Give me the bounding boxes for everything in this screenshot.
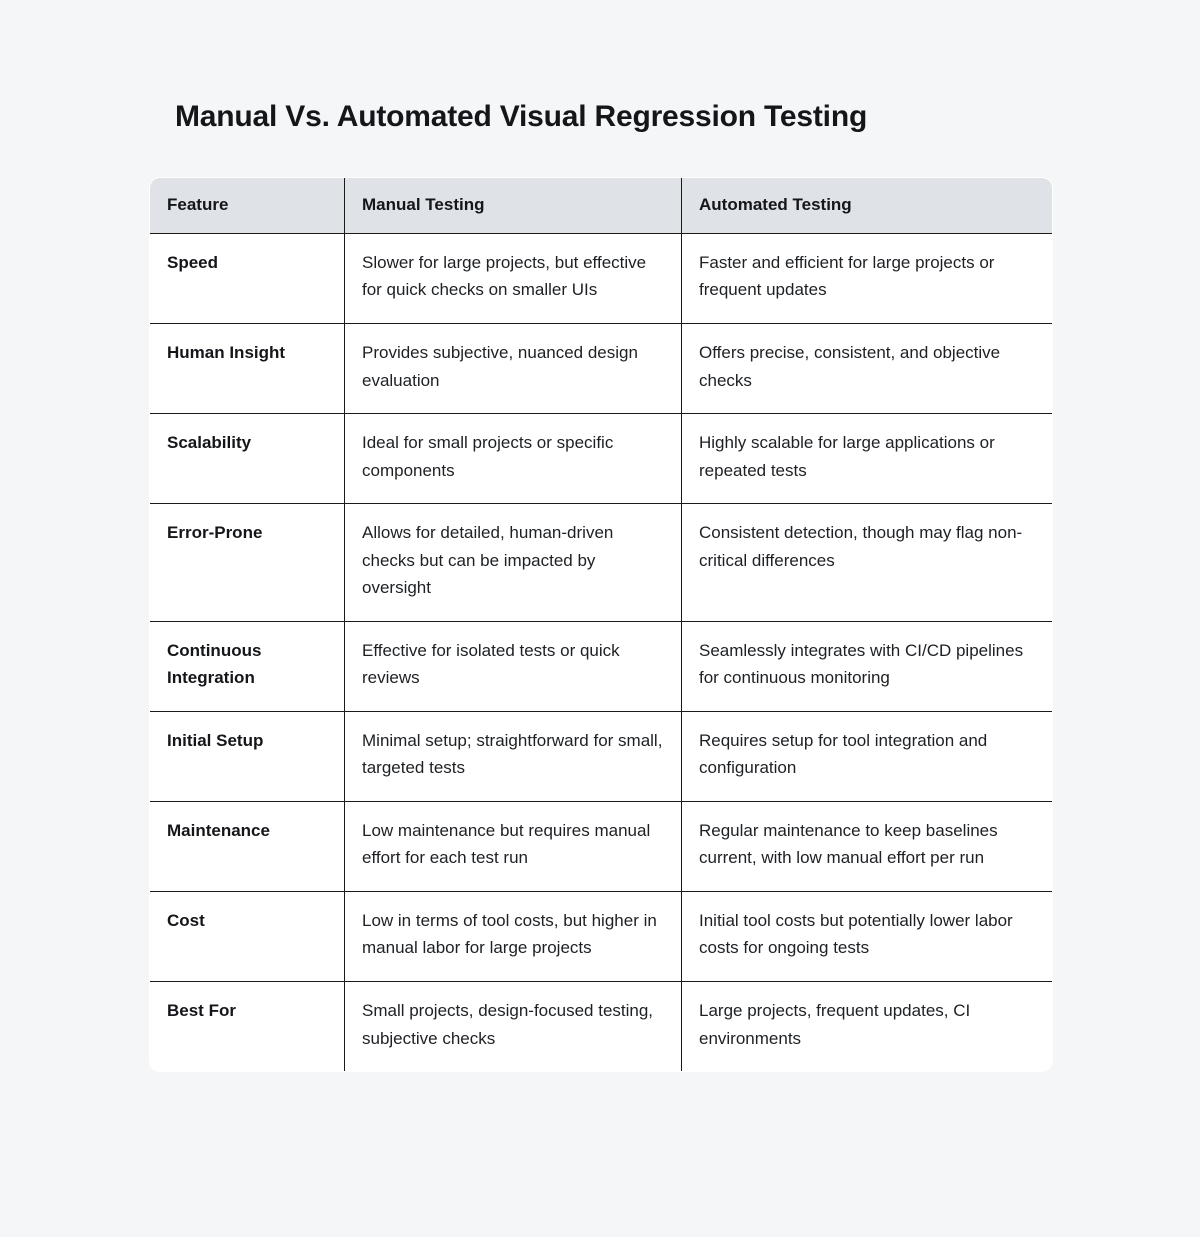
cell-automated: Initial tool costs but potentially lower… (681, 891, 1052, 982)
cell-manual: Minimal setup; straightforward for small… (344, 711, 682, 802)
cell-manual: Allows for detailed, human-driven checks… (344, 503, 682, 622)
comparison-table-container: Feature Manual Testing Automated Testing… (149, 177, 1053, 1073)
table-row: Speed Slower for large projects, but eff… (150, 233, 1052, 325)
column-header-feature: Feature (150, 178, 345, 234)
cell-manual: Effective for isolated tests or quick re… (344, 621, 682, 712)
table-row: Cost Low in terms of tool costs, but hig… (150, 891, 1052, 982)
table-row: Initial Setup Minimal setup; straightfor… (150, 711, 1052, 802)
table-row: Best For Small projects, design-focused … (150, 981, 1052, 1072)
cell-automated: Offers precise, consistent, and objectiv… (681, 323, 1052, 415)
cell-automated: Highly scalable for large applications o… (681, 413, 1052, 505)
table-body: Speed Slower for large projects, but eff… (150, 233, 1052, 1072)
cell-feature: Cost (150, 891, 345, 982)
cell-automated: Consistent detection, though may flag no… (681, 503, 1052, 622)
cell-automated: Large projects, frequent updates, CI env… (699, 1000, 971, 1048)
cell-manual: Ideal for small projects or specific com… (344, 413, 682, 505)
cell-manual: Slower for large projects, but effective… (344, 233, 682, 325)
cell-manual: Low maintenance but requires manual effo… (344, 801, 682, 892)
cell-automated: Regular maintenance to keep baselines cu… (681, 801, 1052, 892)
column-header-automated-testing: Automated Testing (681, 178, 1052, 234)
cell-feature: Speed (150, 233, 345, 325)
table-row: Error-Prone Allows for detailed, human-d… (150, 503, 1052, 622)
cell-feature: Best For (150, 981, 345, 1072)
cell-feature: Human Insight (150, 323, 345, 415)
cell-automated: Requires setup for tool integration and … (681, 711, 1052, 802)
cell-feature: Scalability (150, 413, 345, 505)
cell-manual: Small projects, design-focused testing, … (344, 981, 682, 1072)
cell-feature: Continuous Integration (150, 621, 345, 712)
cell-automated: Seamlessly integrates with CI/CD pipelin… (681, 621, 1052, 712)
page-title: Manual Vs. Automated Visual Regression T… (175, 100, 868, 134)
cell-automated: Faster and efficient for large projects … (681, 233, 1052, 325)
comparison-table: Feature Manual Testing Automated Testing… (149, 177, 1053, 1073)
cell-manual: Provides subjective, nuanced design eval… (344, 323, 682, 415)
cell-manual: Low in terms of tool costs, but higher i… (344, 891, 682, 982)
table-row: Continuous Integration Effective for iso… (150, 621, 1052, 712)
table-row: Maintenance Low maintenance but requires… (150, 801, 1052, 892)
cell-feature: Maintenance (150, 801, 345, 892)
table-row: Scalability Ideal for small projects or … (150, 413, 1052, 505)
table-row: Human Insight Provides subjective, nuanc… (150, 323, 1052, 415)
table-header: Feature Manual Testing Automated Testing (150, 178, 1052, 234)
cell-feature: Initial Setup (150, 711, 345, 802)
cell-feature: Error-Prone (150, 503, 345, 622)
table-header-row: Feature Manual Testing Automated Testing (150, 178, 1052, 234)
column-header-manual-testing: Manual Testing (344, 178, 682, 234)
